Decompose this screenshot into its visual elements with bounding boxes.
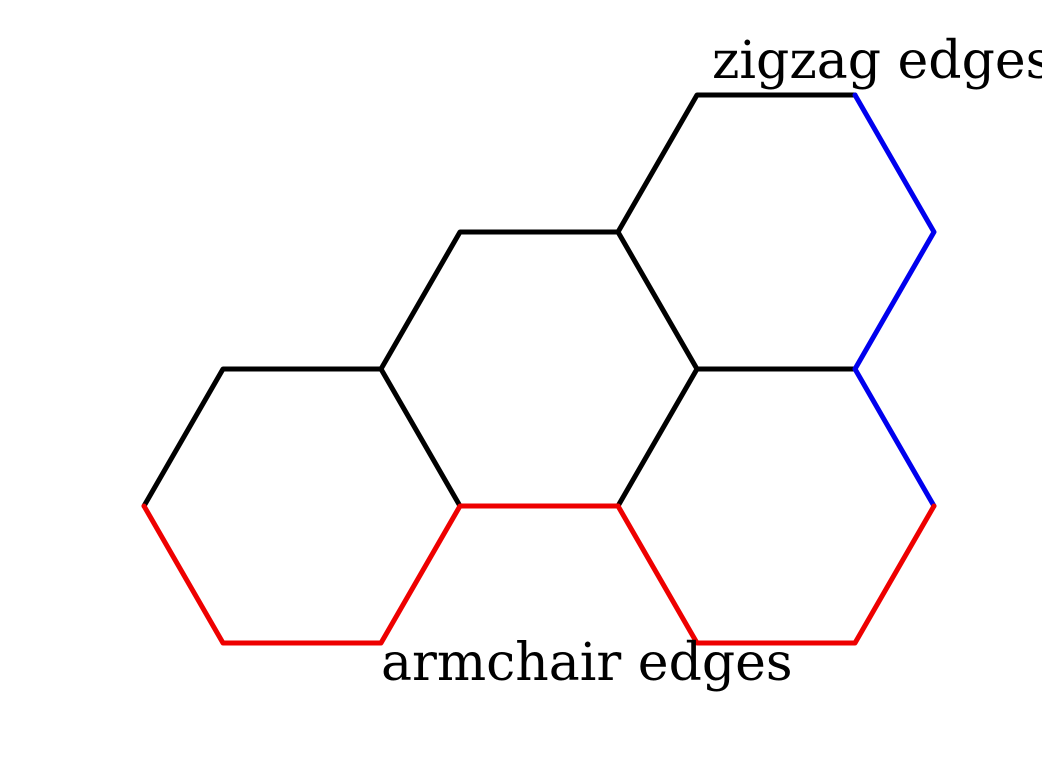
zigzag-edge-path — [852, 92, 937, 509]
bulk-edge-left-hex — [141, 366, 384, 509]
bulk-edge-middle-bottom-left — [378, 366, 463, 509]
bulk-edge-middle-hex — [378, 229, 700, 509]
bulk-edges — [141, 92, 858, 509]
bulk-edge-top-right-hex — [615, 92, 858, 235]
armchair-edges-label: armchair edges — [381, 633, 793, 693]
zigzag-edges — [852, 92, 937, 509]
armchair-edges — [141, 503, 937, 646]
armchair-edge-right — [615, 503, 937, 646]
armchair-edge-left — [141, 503, 621, 646]
zigzag-edges-label: zigzag edges — [712, 31, 1042, 91]
